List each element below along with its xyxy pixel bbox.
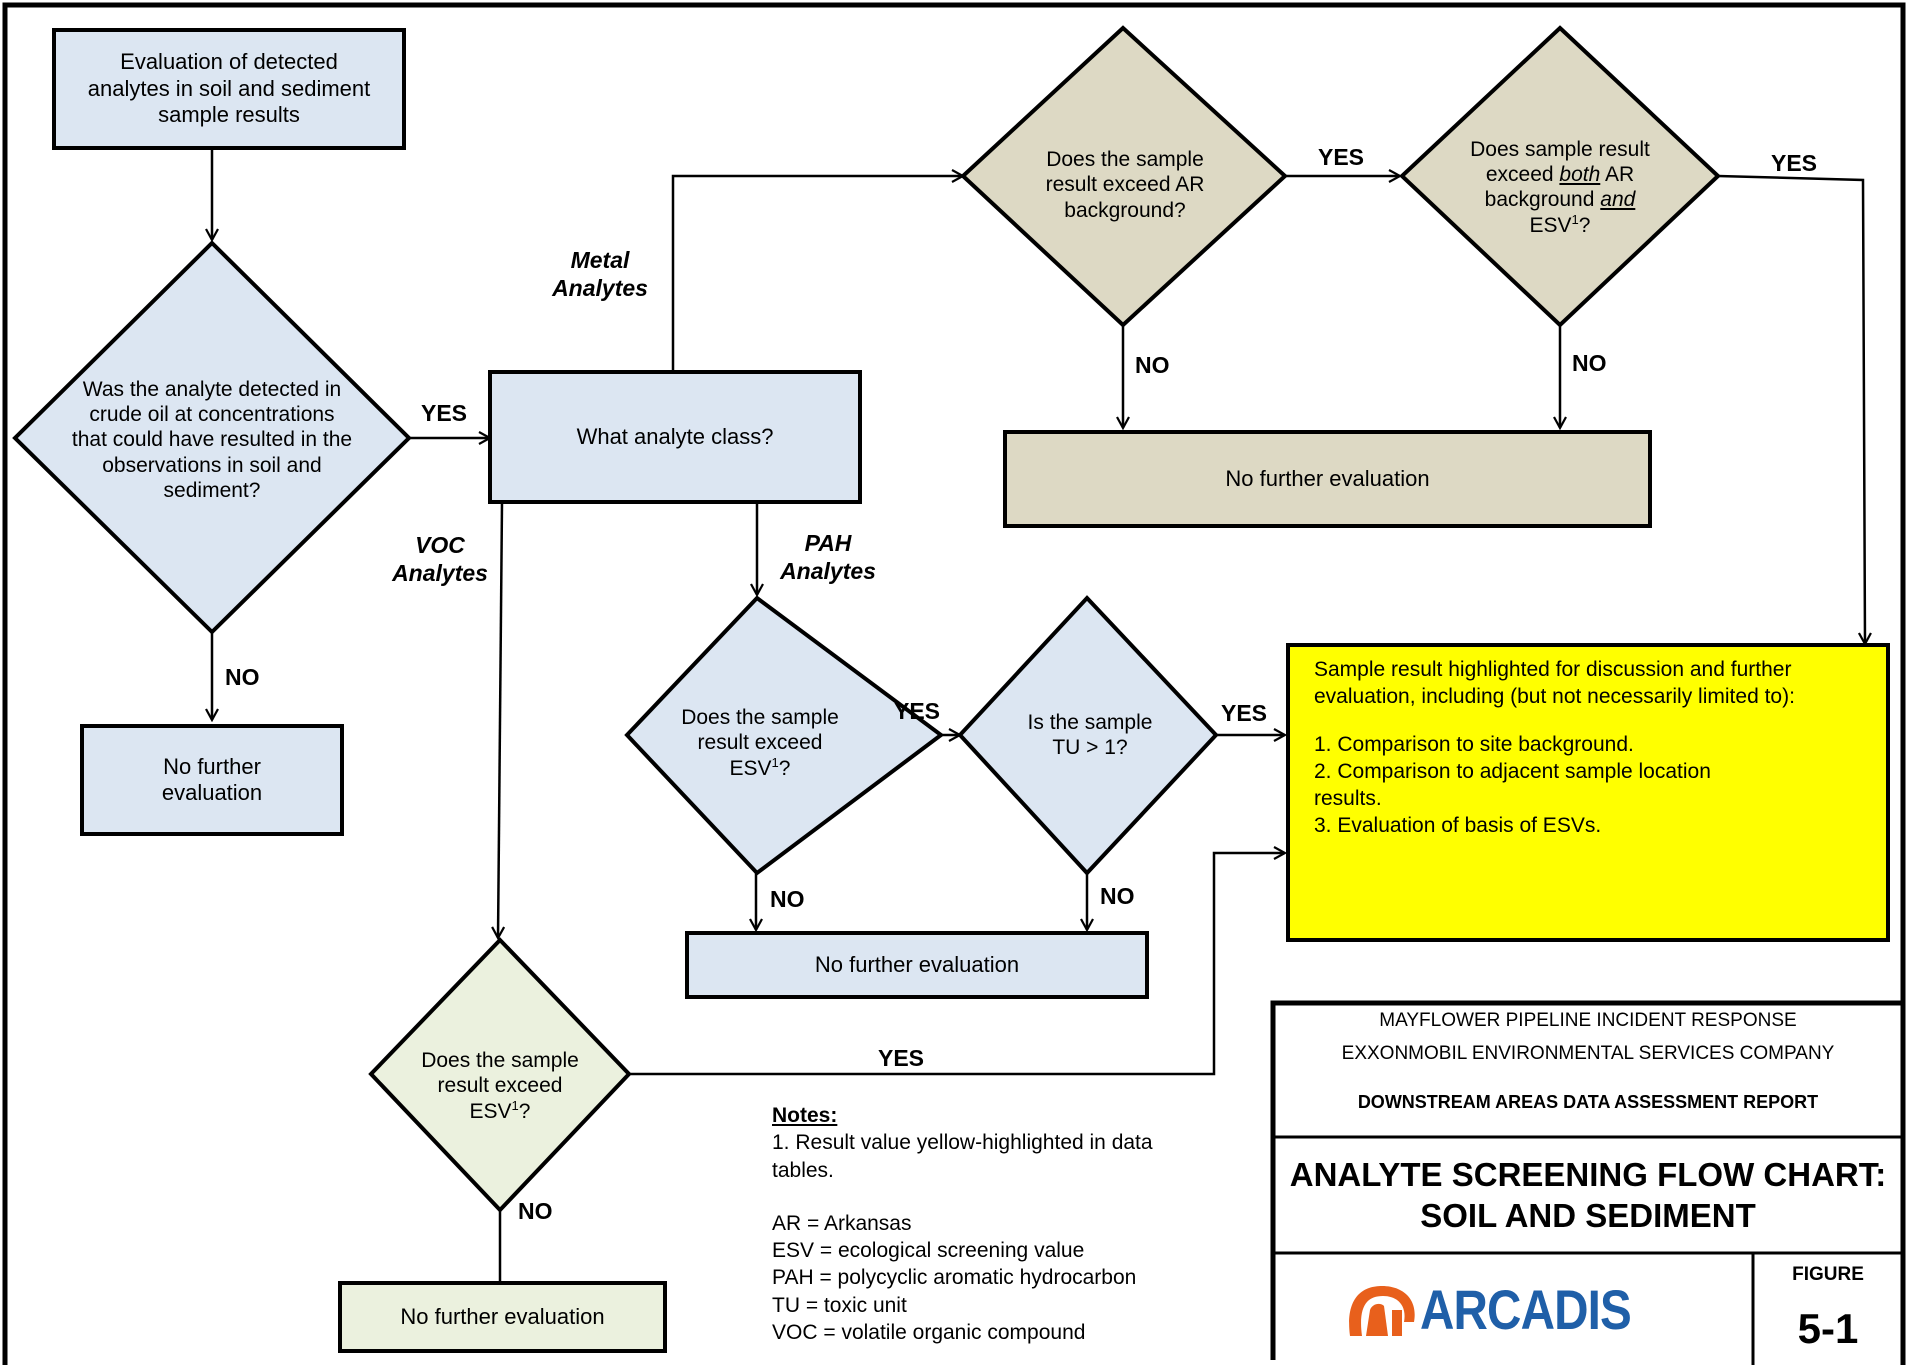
abbrev-voc: VOC = volatile organic compound xyxy=(772,1321,1086,1345)
label-yes-both: YES xyxy=(1771,150,1818,176)
diamond-pah-tu xyxy=(957,595,1219,876)
label-no-ar: NO xyxy=(1135,352,1170,378)
label-yes-crude: YES xyxy=(421,400,468,426)
diamond-crude-oil xyxy=(12,240,412,635)
arcadis-logo-icon xyxy=(1349,1286,1415,1336)
abbrev-pah: PAH = polycyclic aromatic hydrocarbon xyxy=(772,1266,1137,1290)
voc-esv-question-text: Does the sample result exceed ESV1? xyxy=(421,1049,579,1124)
highlight-text: Sample result highlighted for discussion… xyxy=(1314,656,1874,840)
highlight-item-1: 1. Comparison to site background. xyxy=(1314,732,1634,756)
pah-tu-question-text: Is the sample TU > 1? xyxy=(1027,710,1153,759)
no-further-1-text: No further evaluation xyxy=(161,753,263,805)
start-text: Evaluation of detected analytes in soil … xyxy=(87,49,371,128)
label-pah-analytes: PAH Analytes xyxy=(780,530,876,584)
title-block-frame xyxy=(1270,1000,1903,1365)
notes-block: Notes: 1. Result value yellow-highlighte… xyxy=(772,1102,1232,1346)
title-line-3: DOWNSTREAM AREAS DATA ASSESSMENT REPORT xyxy=(1357,1092,1819,1113)
label-no-both: NO xyxy=(1572,350,1607,376)
highlight-item-2: 2. Comparison to adjacent sample locatio… xyxy=(1314,759,1711,811)
title-line-1: MAYFLOWER PIPELINE INCIDENT RESPONSE xyxy=(1379,1009,1797,1031)
label-voc-analytes: VOC Analytes xyxy=(392,532,488,586)
figure-label: FIGURE xyxy=(1792,1263,1864,1285)
diamond-both xyxy=(1399,25,1721,328)
title-line-2: EXXONMOBIL ENVIRONMENTAL SERVICES COMPAN… xyxy=(1341,1042,1835,1064)
diamond-voc-esv xyxy=(368,937,632,1213)
arrow-voc-yes xyxy=(629,853,1285,1076)
ar-background-question-text: Does the sample result exceed AR backgro… xyxy=(1045,148,1205,222)
arrow-metal xyxy=(671,176,963,372)
no-further-pah-text: No further evaluation xyxy=(814,951,1020,977)
both-q-line2: exceed both AR xyxy=(1485,162,1635,186)
no-further-metal-text: No further evaluation xyxy=(1225,465,1430,491)
label-no-pah-esv: NO xyxy=(770,886,805,912)
label-yes-ar: YES xyxy=(1318,144,1365,170)
figure-title: ANALYTE SCREENING FLOW CHART: SOIL AND S… xyxy=(1289,1155,1887,1234)
both-q-line4: ESV1? xyxy=(1529,212,1591,238)
label-no-voc: NO xyxy=(518,1198,553,1224)
diamond-pah-esv xyxy=(624,595,945,876)
both-q-line3: background and xyxy=(1484,188,1636,211)
pah-esv-question-text: Does the sample result exceed ESV1? xyxy=(681,706,839,781)
arcadis-logo-text: ARCADIS xyxy=(1420,1278,1632,1342)
box-no-further-voc xyxy=(338,1281,667,1353)
figure-number: 5-1 xyxy=(1797,1304,1859,1352)
box-no-further-metal xyxy=(1003,430,1652,528)
abbrev-tu: TU = toxic unit xyxy=(772,1293,907,1317)
arrow-both-yes xyxy=(1717,174,1865,644)
box-no-further-pah xyxy=(685,931,1149,999)
label-no-tu: NO xyxy=(1100,883,1135,909)
diamond-ar-background xyxy=(960,25,1288,328)
no-further-voc-text: No further evaluation xyxy=(400,1303,605,1329)
box-no-further-1 xyxy=(80,724,344,836)
note-1: 1. Result value yellow-highlighted in da… xyxy=(772,1131,1153,1182)
both-question-text: Does sample result exceed both AR backgr… xyxy=(1440,130,1680,245)
label-yes-voc: YES xyxy=(878,1045,925,1071)
box-analyte-class xyxy=(488,370,862,504)
crude-oil-question-text: Was the analyte detected in crude oil at… xyxy=(71,378,353,502)
box-start xyxy=(52,28,406,150)
label-metal-analytes: Metal Analytes xyxy=(552,247,648,301)
abbrev-ar: AR = Arkansas xyxy=(772,1211,912,1235)
analyte-class-text: What analyte class? xyxy=(576,423,774,449)
abbrev-esv: ESV = ecological screening value xyxy=(772,1239,1085,1263)
both-q-line1: Does sample result xyxy=(1470,137,1650,161)
notes-heading: Notes: xyxy=(772,1104,838,1127)
box-highlight xyxy=(1286,643,1890,942)
arrow-voc xyxy=(498,502,502,938)
label-yes-pah-esv: YES xyxy=(894,698,941,724)
label-yes-tu: YES xyxy=(1221,700,1268,726)
label-no-crude: NO xyxy=(225,664,260,690)
highlight-item-3: 3. Evaluation of basis of ESVs. xyxy=(1314,814,1602,838)
highlight-intro: Sample result highlighted for discussion… xyxy=(1314,658,1795,709)
